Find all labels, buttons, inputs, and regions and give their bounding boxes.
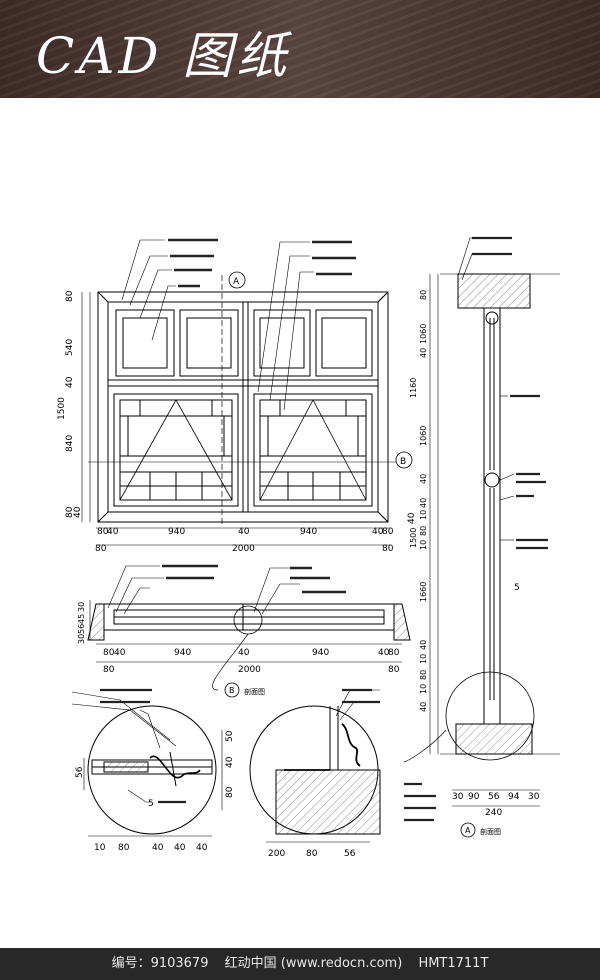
section-callout-a: A xyxy=(465,826,471,835)
detb-dim-b-1: 80 xyxy=(118,843,130,853)
detail-a xyxy=(249,688,381,843)
header-banner: CAD 图纸 xyxy=(0,0,600,98)
plan-dim-r1-4: 940 xyxy=(312,648,329,658)
detb-dim-b-3: 40 xyxy=(174,843,186,853)
detb-dim-1: 50 xyxy=(225,730,235,742)
footer-id: 编号：9103679 xyxy=(111,956,209,971)
plan-dim-r1-5: 40 xyxy=(378,648,390,658)
sec-dim-8: 80 xyxy=(419,526,428,536)
plan-dim-l-2: 56 xyxy=(77,624,86,634)
elev-dim-b2-2: 80 xyxy=(382,544,394,554)
sec-dim-5: 40 xyxy=(419,474,428,484)
sec-dim-b1-1: 90 xyxy=(468,792,480,802)
elev-dim-l-0: 80 xyxy=(65,290,75,302)
sec-dim-b2-0: 240 xyxy=(485,808,502,818)
plan-dim-r1-1: 40 xyxy=(114,648,126,658)
plan-left-dims: 30 45 56 30 xyxy=(77,602,86,644)
plan-dim-l-1: 45 xyxy=(77,614,86,624)
sec-dim-12: 40 xyxy=(419,640,428,650)
elev-dim-b1-6: 80 xyxy=(382,527,394,537)
sec-dim-3: 1160 xyxy=(409,378,418,398)
elevation-callout-a: A xyxy=(233,277,240,287)
sec-dim-b1-0: 30 xyxy=(452,792,464,802)
elev-dim-b1-4: 940 xyxy=(300,527,317,537)
elev-dim-l-4: 840 xyxy=(65,435,75,452)
section-label-5: 5 xyxy=(514,583,520,593)
section-left-dims: 80 1060 40 1160 1060 40 40 10 80 10 1500… xyxy=(409,290,428,712)
elev-dim-l-3: 1500 xyxy=(57,397,67,420)
elev-dim-l-6: 40 xyxy=(73,506,83,518)
section-caption: 剖面图 xyxy=(480,827,501,836)
sec-dim-10: 1500 xyxy=(409,528,418,548)
elev-dim-b2-1: 2000 xyxy=(232,544,255,554)
deta-dim-1: 80 xyxy=(306,849,318,859)
cad-drawing: A B 80 40 940 40 940 40 80 80 2000 80 80… xyxy=(57,236,560,859)
plan-callout-b: B xyxy=(229,686,235,695)
sec-dim-14: 80 xyxy=(419,670,428,680)
plan-dim-l-0: 30 xyxy=(77,602,86,612)
footer-code: HMT1711T xyxy=(418,956,489,971)
elev-dim-l-5: 80 xyxy=(65,506,75,518)
plan-dim-r1-3: 40 xyxy=(238,648,250,658)
detb-dim-b-2: 40 xyxy=(152,843,164,853)
sec-dim-1: 1060 xyxy=(419,324,428,344)
section-view xyxy=(403,236,560,822)
page-title: CAD 图纸 xyxy=(36,27,291,85)
elev-dim-l-1: 540 xyxy=(65,339,75,356)
elev-dim-b1-3: 40 xyxy=(238,527,250,537)
outer-frame xyxy=(97,291,389,523)
plan-caption: 剖面图 xyxy=(244,687,265,696)
detb-dim-b-4: 40 xyxy=(196,843,208,853)
detail-b-left-dims: 56 50 40 80 xyxy=(75,730,235,798)
elev-dim-l-2: 40 xyxy=(65,376,75,388)
sec-dim-9: 10 xyxy=(419,540,428,550)
sec-dim-b1-4: 30 xyxy=(528,792,540,802)
plan-dim-r1-2: 940 xyxy=(174,648,191,658)
sec-dim-15: 10 xyxy=(419,684,428,694)
plan-dim-r2-0: 80 xyxy=(103,665,115,675)
sec-dim-4: 1060 xyxy=(419,426,428,446)
plan-dim-r2-1: 2000 xyxy=(238,665,261,675)
sec-dim-13: 10 xyxy=(419,654,428,664)
detb-dim-2: 40 xyxy=(225,756,235,768)
footer-site[interactable]: 红动中国 (www.redocn.com) xyxy=(224,956,403,971)
detb-dim-3: 80 xyxy=(225,786,235,798)
deta-dim-0: 200 xyxy=(268,849,285,859)
elev-dim-b1-1: 40 xyxy=(107,527,119,537)
plan-dim-r2-2: 80 xyxy=(388,665,400,675)
deta-dim-2: 56 xyxy=(344,849,356,859)
sec-dim-7: 10 xyxy=(419,510,428,520)
sec-dim-16: 40 xyxy=(419,702,428,712)
plan-dim-r1-0: 80 xyxy=(103,648,115,658)
plan-dim-r1-6: 80 xyxy=(388,648,400,658)
sec-dim-b1-3: 94 xyxy=(508,792,520,802)
sec-dim-2: 40 xyxy=(419,348,428,358)
plan-view xyxy=(87,564,411,691)
sec-dim-11: 1660 xyxy=(419,582,428,602)
elevation-view xyxy=(81,238,400,546)
detb-dim-0: 56 xyxy=(75,766,85,778)
detail-b xyxy=(71,688,223,837)
elev-dim-b1-5: 40 xyxy=(372,527,384,537)
plan-dim-l-3: 30 xyxy=(77,634,86,644)
elev-dim-b1-2: 940 xyxy=(168,527,185,537)
elevation-left-dims: 80 540 40 1500 840 80 40 xyxy=(57,290,83,518)
sec-dim-6: 40 xyxy=(419,498,428,508)
elevation-callout-b: B xyxy=(400,457,406,467)
elev-dim-b1-0: 80 xyxy=(97,527,109,537)
sec-dim-b1-2: 56 xyxy=(488,792,500,802)
elev-dim-right-gap: 40 xyxy=(407,512,417,524)
sec-dim-0: 80 xyxy=(419,290,428,300)
elev-dim-b2-0: 80 xyxy=(95,544,107,554)
footer-bar: 编号：9103679 红动中国 (www.redocn.com) HMT1711… xyxy=(0,948,600,980)
detb-dim-b-0: 10 xyxy=(94,843,106,853)
detail-b-label-5: 5 xyxy=(148,799,154,809)
